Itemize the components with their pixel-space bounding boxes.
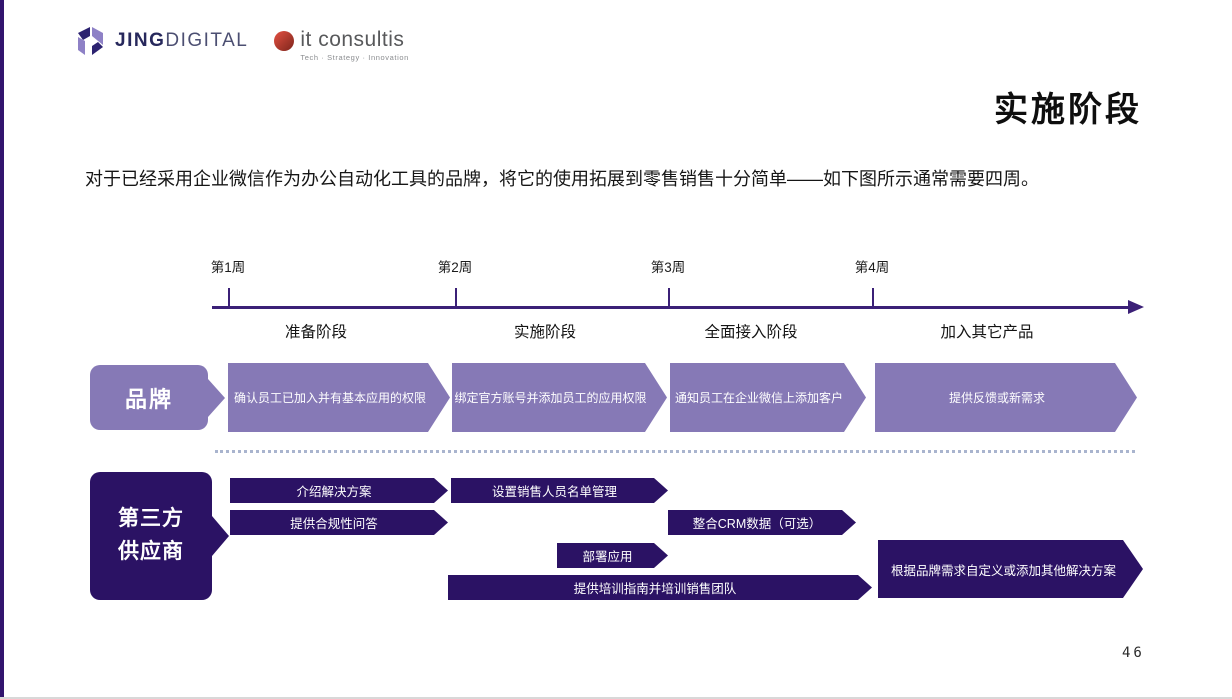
jingdigital-logo-icon <box>78 27 103 55</box>
itconsultis-name: it consultis <box>300 28 405 51</box>
itconsultis-logo: it consultis Tech · Strategy · Innovatio… <box>274 24 409 62</box>
itconsultis-wordmark: it consultis Tech · Strategy · Innovatio… <box>300 28 409 62</box>
timeline-tick <box>455 288 457 306</box>
brand-task-arrow: 绑定官方账号并添加员工的应用权限 <box>452 363 667 432</box>
timeline-tick <box>668 288 670 306</box>
vendor-task-arrow: 设置销售人员名单管理 <box>451 478 668 503</box>
timeline-axis <box>212 306 1130 309</box>
itconsultis-tagline: Tech · Strategy · Innovation <box>300 53 409 62</box>
brand-task-arrow: 提供反馈或新需求 <box>875 363 1137 432</box>
logo-header: JINGDIGITAL it consultis Tech · Strategy… <box>73 24 409 62</box>
jing-text: JING <box>115 30 166 51</box>
vendor-task-arrow: 根据品牌需求自定义或添加其他解决方案 <box>878 540 1143 598</box>
timeline-tick <box>872 288 874 306</box>
slide-left-accent-bar <box>0 0 4 697</box>
phase-label-4: 加入其它产品 <box>940 324 1034 341</box>
timeline-arrowhead-icon <box>1128 300 1144 314</box>
itconsultis-sphere-icon <box>274 31 295 51</box>
vendor-label-line1: 第三方 <box>118 507 184 531</box>
phase-label-1: 准备阶段 <box>284 324 347 341</box>
phase-label-3: 全面接入阶段 <box>704 324 798 341</box>
vendor-task-arrow: 提供培训指南并培训销售团队 <box>448 575 872 600</box>
digital-text: DIGITAL <box>165 30 249 51</box>
timeline-tick <box>228 288 230 306</box>
brand-task-arrow: 确认员工已加入并有基本应用的权限 <box>228 363 450 432</box>
intro-paragraph: 对于已经采用企业微信作为办公自动化工具的品牌，将它的使用拓展到零售销售十分简单—… <box>85 169 1039 189</box>
page-number: 46 <box>1122 645 1145 661</box>
timeline-week-1-label: 第1周 <box>210 260 246 275</box>
dotted-divider-line <box>215 450 1135 453</box>
jingdigital-wordmark: JINGDIGITAL <box>115 30 248 52</box>
phase-label-2: 实施阶段 <box>513 324 576 341</box>
vendor-row-label: 第三方 供应商 <box>90 472 212 600</box>
vendor-task-arrow: 介绍解决方案 <box>230 478 448 503</box>
jingdigital-logo: JINGDIGITAL <box>73 24 248 58</box>
brand-row-label: 品牌 <box>90 365 208 430</box>
timeline-week-2-label: 第2周 <box>437 260 473 275</box>
vendor-label-line2: 供应商 <box>118 540 184 563</box>
page-title: 实施阶段 <box>994 91 1142 129</box>
timeline-week-3-label: 第3周 <box>650 260 686 275</box>
brand-task-arrow: 通知员工在企业微信上添加客户 <box>670 363 866 432</box>
vendor-task-arrow: 提供合规性问答 <box>230 510 448 535</box>
vendor-task-arrow: 整合CRM数据（可选） <box>668 510 856 535</box>
timeline-week-4-label: 第4周 <box>854 260 890 275</box>
vendor-task-arrow: 部署应用 <box>557 543 668 568</box>
